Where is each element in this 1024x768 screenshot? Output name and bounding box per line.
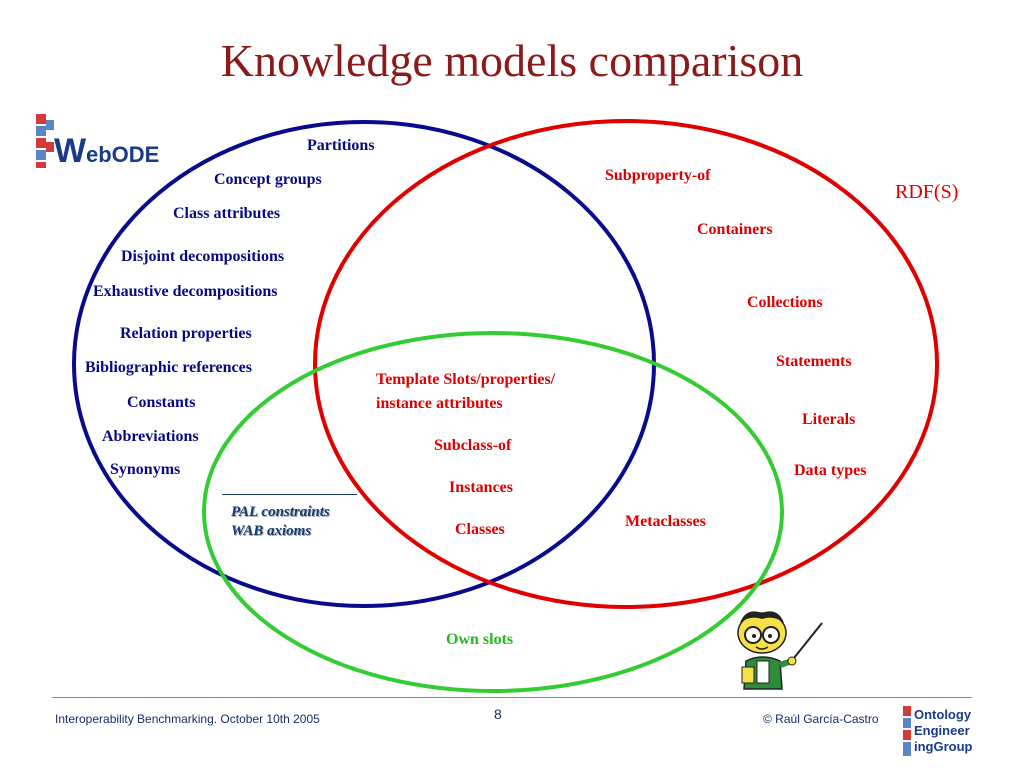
- label-abbreviations: Abbreviations: [102, 428, 199, 445]
- label-metaclasses: Metaclasses: [625, 513, 706, 530]
- protege-circle: [202, 331, 784, 693]
- pal-wab-box: PAL constraints WAB axioms: [231, 503, 330, 541]
- label-instances: Instances: [449, 479, 514, 496]
- rdfs-label: RDF(S): [895, 181, 959, 203]
- label-instance-attributes: instance attributes: [376, 395, 503, 412]
- label-constants: Constants: [127, 394, 196, 411]
- label-own-slots: Own slots: [446, 631, 514, 648]
- label-bibliographic-references: Bibliographic references: [85, 359, 252, 376]
- pal-divider: [222, 494, 357, 495]
- label-literals: Literals: [802, 411, 856, 428]
- label-pal-constraints: PAL constraints: [231, 504, 330, 520]
- label-relation-properties: Relation properties: [120, 325, 252, 342]
- oeg-logo: Ontology Engineer ingGroup: [903, 706, 973, 756]
- label-classes: Classes: [455, 521, 505, 538]
- label-exhaustive-decompositions: Exhaustive decompositions: [93, 283, 278, 300]
- label-subproperty-of: Subproperty-of: [605, 167, 711, 184]
- label-wab-axioms: WAB axioms: [231, 523, 312, 539]
- label-class-attributes: Class attributes: [173, 205, 281, 222]
- label-partitions: Partitions: [307, 137, 375, 154]
- label-concept-groups: Concept groups: [214, 171, 322, 188]
- label-collections: Collections: [747, 294, 823, 311]
- rdfs-circle: [313, 119, 939, 609]
- footer-event: Interoperability Benchmarking. October 1…: [55, 712, 320, 726]
- label-containers: Containers: [697, 221, 773, 238]
- footer-author: © Raúl García-Castro: [763, 712, 879, 726]
- footer-divider: [52, 697, 972, 698]
- svg-text:ingGroup: ingGroup: [914, 739, 973, 754]
- svg-text:W: W: [54, 132, 87, 170]
- svg-text:Ontology: Ontology: [914, 707, 972, 722]
- label-subclass-of: Subclass-of: [434, 437, 512, 454]
- svg-text:Engineer: Engineer: [914, 723, 970, 738]
- slide-title: Knowledge models comparison: [220, 35, 804, 86]
- professor-illustration: [737, 611, 823, 690]
- label-synonyms: Synonyms: [110, 461, 181, 478]
- label-template-slots: Template Slots/properties/: [376, 371, 556, 388]
- label-data-types: Data types: [794, 462, 867, 479]
- page-number: 8: [494, 706, 502, 722]
- svg-text:ebODE: ebODE: [86, 142, 159, 167]
- label-statements: Statements: [776, 353, 852, 370]
- webode-logo: W ebODE: [34, 112, 160, 170]
- label-disjoint-decompositions: Disjoint decompositions: [121, 248, 285, 265]
